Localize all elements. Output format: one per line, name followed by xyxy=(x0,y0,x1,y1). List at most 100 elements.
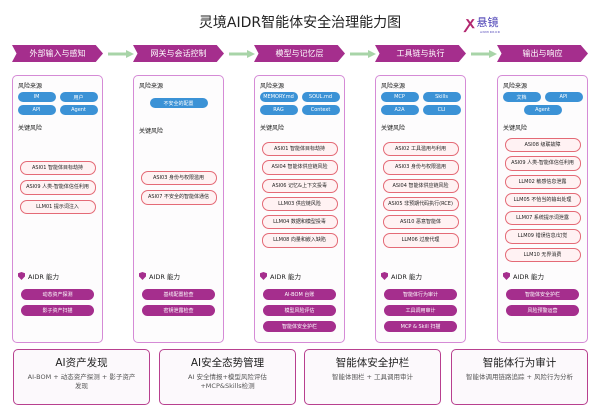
risks-label: 关键风险 xyxy=(503,125,528,132)
arrow-right-icon xyxy=(471,50,497,58)
risk-item: ASI08 级联故障 xyxy=(504,138,581,153)
summary-card: 智能体安全护栏智能体围栏 + 工具调用审计 xyxy=(304,349,441,405)
stage-header: 外部输入与感知 xyxy=(12,45,103,62)
risk-item: LLM03 供应链风险 xyxy=(261,196,338,211)
summary-card: AI资产发现 AI-BOM + 动态资产探测 + 影子资产发现 xyxy=(13,349,150,405)
summary-card: AI安全态势管理 AI 安全情报+模型风险评估+MCP&Skills检测 xyxy=(159,349,296,405)
risks-label: 关键风险 xyxy=(18,125,43,132)
shield-icon xyxy=(260,272,267,280)
risk-source-tag: MCP xyxy=(380,92,419,102)
summary-title: AI资产发现 xyxy=(55,357,108,369)
shield-icon xyxy=(139,272,146,280)
risk-source-tag: 文档 xyxy=(502,92,541,102)
aidr-capability-button[interactable]: 智能体安全护栏 xyxy=(506,289,579,300)
aidr-label-text: AIDR 能力 xyxy=(270,273,301,281)
aidr-label: AIDR 能力 xyxy=(139,271,180,281)
summary-desc: AI 安全情报+模型风险评估+MCP&Skills检测 xyxy=(188,373,267,391)
risk-item: LLM05 不恰当的输出处理 xyxy=(504,192,581,207)
aidr-capabilities: 基线配置检查密钥泄露检查 xyxy=(138,289,219,316)
aidr-capability-button[interactable]: 密钥泄露检查 xyxy=(142,305,215,316)
risk-source-tag: IM xyxy=(17,92,56,102)
shield-icon xyxy=(381,272,388,280)
aidr-capabilities: 智能体安全护栏风险预警运营 xyxy=(502,289,583,316)
aidr-capability-button[interactable]: 智能体行为审计 xyxy=(384,289,457,300)
aidr-capability-button[interactable]: 工具调用审计 xyxy=(384,305,457,316)
shield-icon xyxy=(18,272,25,280)
risk-item: ASI05 非预期代码执行(RCE) xyxy=(382,196,459,211)
risk-item: ASI02 工具滥用与利用 xyxy=(382,142,459,157)
risk-item: ASI03 身份与权限滥用 xyxy=(382,160,459,175)
sources-label: 风险来源 xyxy=(18,83,43,90)
aidr-label: AIDR 能力 xyxy=(18,271,59,281)
risk-item: LLM04 数据和模型投毒 xyxy=(261,215,338,230)
aidr-capabilities: 动态资产探测影子资产扫描 xyxy=(17,289,98,316)
aidr-capability-button[interactable]: 模型风险评估 xyxy=(263,305,336,316)
risk-item: ASI09 人类-智能体信任利用 xyxy=(504,156,581,171)
stage-header: 网关与会话控制 xyxy=(133,45,224,62)
risk-item: LLM09 错误信息/幻觉 xyxy=(504,229,581,244)
aidr-capability-button[interactable]: 基线配置检查 xyxy=(142,289,215,300)
aidr-label: AIDR 能力 xyxy=(260,271,301,281)
aidr-capability-button[interactable]: 动态资产探测 xyxy=(21,289,94,300)
aidr-capability-button[interactable]: 风险预警运营 xyxy=(506,305,579,316)
aidr-label-text: AIDR 能力 xyxy=(513,273,544,281)
summary-title: 智能体行为审计 xyxy=(482,357,557,369)
summary-desc: 智能体围栏 + 工具调用审计 xyxy=(331,373,414,381)
aidr-capability-button[interactable]: 智能体安全护栏 xyxy=(263,321,336,332)
sources-label: 风险来源 xyxy=(260,83,285,90)
aidr-capability-button[interactable]: MCP & Skill 扫描 xyxy=(384,321,457,332)
risk-source-tag: SOUL.md xyxy=(301,92,340,102)
page-title: 灵境AIDR智能体安全治理能力图 xyxy=(198,15,402,31)
risk-item: ASI04 智能体供应链风险 xyxy=(382,178,459,193)
risk-source-tag: 用户 xyxy=(59,92,98,102)
aidr-capability-button[interactable]: AI-BOM 台账 xyxy=(263,289,336,300)
risk-sources: 不安全的配置 xyxy=(138,98,219,108)
aidr-label: AIDR 能力 xyxy=(503,271,544,281)
aidr-capabilities: 智能体行为审计工具调用审计 MCP & Skill 扫描 xyxy=(380,289,461,332)
risk-source-tag: Context xyxy=(301,105,340,115)
risk-item: LLM06 过度代理 xyxy=(382,233,459,248)
aidr-label-text: AIDR 能力 xyxy=(149,273,180,281)
risk-item: LLM08 向量和嵌入缺陷 xyxy=(261,233,338,248)
risk-source-tag: CLI xyxy=(422,105,461,115)
aidr-capability-button[interactable]: 影子资产扫描 xyxy=(21,305,94,316)
risk-source-tag: Agent xyxy=(523,105,562,115)
stage-header: 工具链与执行 xyxy=(375,45,466,62)
summary-desc: AI-BOM + 动态资产探测 + 影子资产发现 xyxy=(27,373,136,391)
risks-label: 关键风险 xyxy=(139,128,164,135)
risk-source-tag: Skills xyxy=(422,92,461,102)
aidr-label: AIDR 能力 xyxy=(381,271,422,281)
summary-title: AI安全态势管理 xyxy=(190,357,265,369)
logo-icon: ꭗ xyxy=(466,13,475,32)
risk-source-tag: Agent xyxy=(59,105,98,115)
risk-item: ASI01 智能体目标劫持 xyxy=(261,142,338,157)
stage-header: 输出与响应 xyxy=(497,45,588,62)
logo-text: 悬镜 xyxy=(476,16,499,29)
risk-source-tag: MEMORY.md xyxy=(259,92,298,102)
risks-label: 关键风险 xyxy=(381,125,406,132)
risk-item: ASI07 不安全的智能体通信 xyxy=(140,190,217,205)
risk-item: LLM02 敏感信息泄露 xyxy=(504,174,581,189)
shield-icon xyxy=(503,272,510,280)
risk-source-tag: RAG xyxy=(259,105,298,115)
risk-source-tag: API xyxy=(544,92,583,102)
risk-item: LLM10 无界消费 xyxy=(504,247,581,262)
risk-list: ASI08 级联故障 ASI09 人类-智能体信任利用 LLM02 敏感信息泄露 LL… xyxy=(501,138,584,262)
aidr-capabilities: AI-BOM 台账模型风险评估智能体安全护栏 xyxy=(259,289,340,332)
aidr-label-text: AIDR 能力 xyxy=(28,273,59,281)
logo-subtext: ANMIRROR xyxy=(480,30,501,34)
sources-label: 风险来源 xyxy=(503,83,528,90)
arrow-right-icon xyxy=(108,50,134,58)
risk-item: ASI10 恶意智能体 xyxy=(382,215,459,230)
risk-source-tag: 不安全的配置 xyxy=(149,98,208,108)
risk-item: LLM07 系统提示词泄露 xyxy=(504,211,581,226)
